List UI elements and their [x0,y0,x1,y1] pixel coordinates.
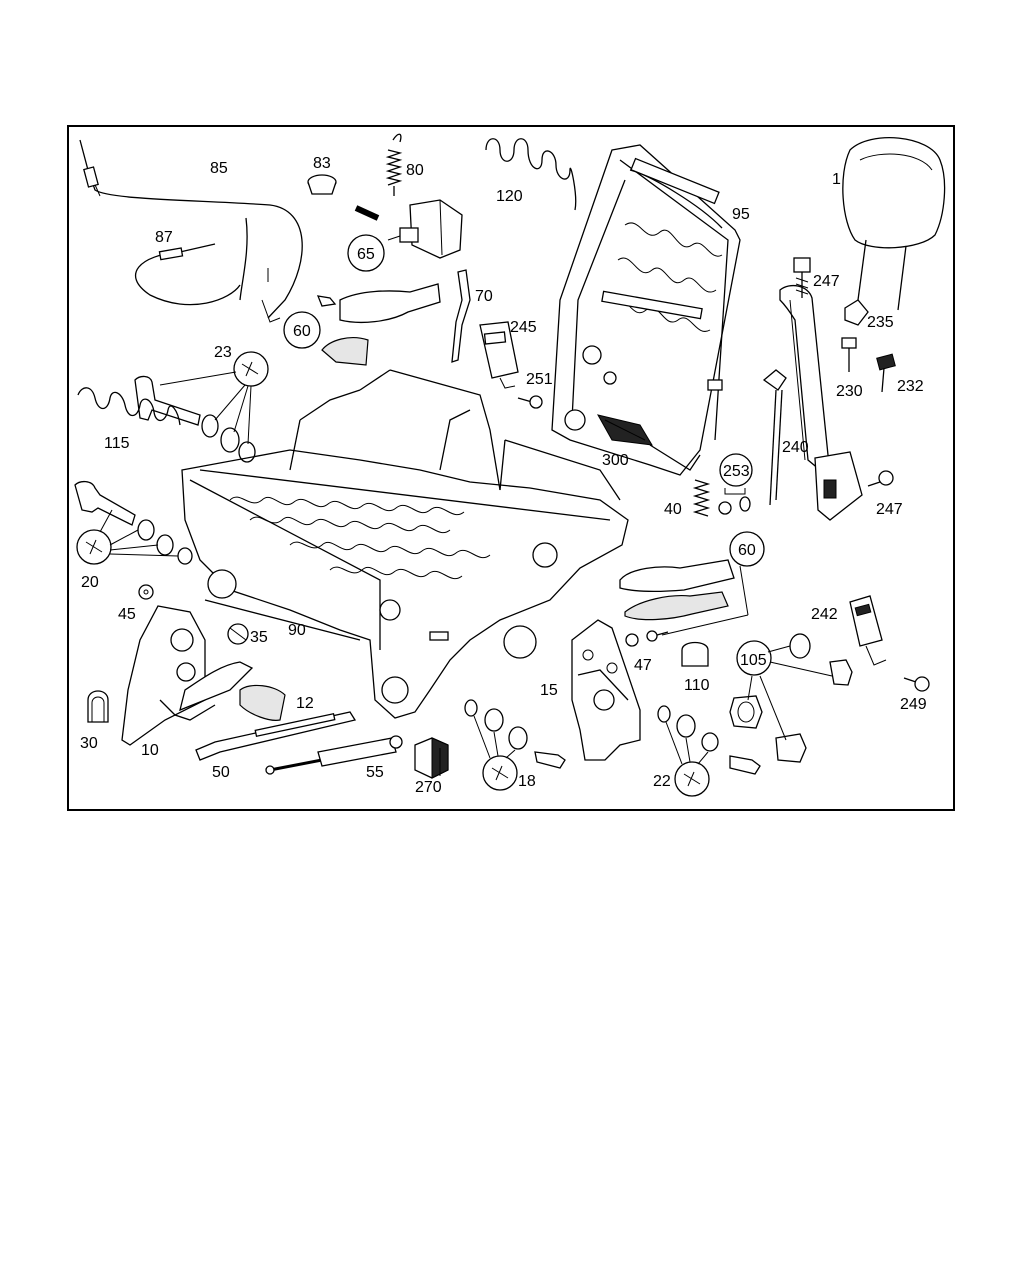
bolt-249 [903,676,930,692]
callout-circle-60-top [283,311,321,349]
cap-30 [87,690,109,723]
label-242: 242 [811,606,838,623]
compression-spring-40 [692,479,711,517]
washer-45 [138,584,154,600]
nut-washer-253 [718,453,753,515]
label-50: 50 [212,764,230,781]
side-bracket-15 [571,619,641,761]
zigzag-spring-115 [77,387,181,426]
label-85: 85 [210,160,228,177]
label-105: 105 [740,652,767,669]
label-35: 35 [250,629,268,646]
label-80: 80 [406,162,424,179]
label-253: 253 [723,463,750,480]
label-235: 235 [867,314,894,331]
label-55: 55 [366,764,384,781]
label-120: 120 [496,188,523,205]
bearing-set-18 [464,699,566,791]
guide-232 [876,353,896,393]
label-247-bottom: 247 [876,501,903,518]
zigzag-spring-120 [485,138,577,211]
label-15: 15 [540,682,558,699]
callout-circle-65 [347,234,385,272]
bracket-300 [597,414,653,446]
label-18: 18 [518,773,536,790]
label-22: 22 [653,773,671,790]
label-230: 230 [836,383,863,400]
label-115: 115 [104,435,130,452]
release-lever-70 [451,269,471,363]
label-60-right: 60 [738,542,756,559]
gas-spring-55 [265,735,403,775]
bearing-set-23 [134,351,269,463]
recliner-mechanism-10 [121,605,254,746]
cover-12 [239,684,286,721]
label-247-top: 247 [813,273,840,290]
label-300: 300 [602,452,629,469]
cap-110 [681,641,709,667]
label-10: 10 [141,742,159,759]
label-90: 90 [288,622,306,639]
label-65: 65 [357,246,375,263]
label-1: 1 [832,171,841,188]
label-45: 45 [118,606,136,623]
bolt-247-bottom [867,470,894,487]
leader-lines [267,235,441,776]
label-70: 70 [475,288,493,305]
label-60-top: 60 [293,323,311,340]
label-87: 87 [155,229,173,246]
bowden-cable [79,139,303,323]
bearing-set-20 [74,480,193,565]
headrest [842,137,946,311]
buckle-245 [479,321,519,389]
label-249: 249 [900,696,927,713]
label-95: 95 [732,206,750,223]
clip-35 [227,623,249,645]
seat-belt-240 [762,284,863,521]
label-83: 83 [313,155,331,172]
hardware-set-105 [729,633,853,763]
label-47: 47 [634,657,652,674]
label-270: 270 [415,779,442,796]
label-20: 20 [81,574,99,591]
guide-230 [841,337,857,372]
seat-base-frame [181,369,629,719]
label-251: 251 [526,371,553,388]
label-110: 110 [684,677,710,694]
sensor-270 [414,737,449,779]
buckle-242 [849,595,887,666]
label-23: 23 [214,344,232,361]
label-40: 40 [664,501,682,518]
clip-235 [844,299,869,326]
bolt-251 [517,395,543,409]
seat-back-frame [551,144,741,476]
label-12: 12 [296,695,314,712]
bearing-set-22 [657,705,761,797]
trim-cover-60-right [619,531,765,636]
plug-83 [307,174,337,195]
label-232: 232 [897,378,924,395]
bolt-247-top [793,257,811,298]
release-cable [135,243,241,306]
part-labels: 1 85 83 80 120 95 87 65 247 70 60 245 23… [80,155,927,796]
label-240: 240 [782,439,809,456]
lever-50 [195,711,357,761]
screw-47 [625,630,669,647]
label-245: 245 [510,319,537,336]
trim-cover-60-top [316,283,441,366]
label-30: 30 [80,735,98,752]
tension-spring [385,133,403,196]
bracket-65 [354,199,463,259]
